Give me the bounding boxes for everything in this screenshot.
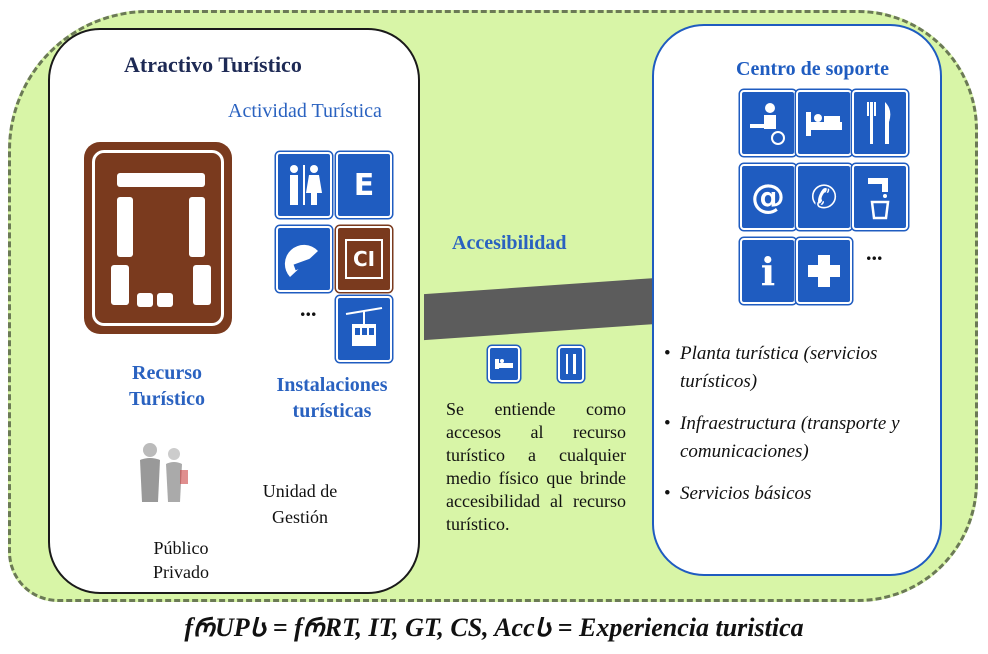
support-bullet-list: Planta turística (servicios turísticos) … — [664, 340, 940, 522]
bed-icon — [488, 346, 520, 382]
restroom-icon — [276, 152, 332, 218]
first-aid-icon — [796, 238, 852, 304]
telephone-icon: ✆ — [796, 164, 852, 230]
interpretation-center-icon: CI — [336, 226, 392, 292]
bullet-basic-services: Servicios básicos — [664, 480, 940, 508]
at-email-icon: @ — [740, 164, 796, 230]
support-ellipsis: ... — [866, 240, 883, 265]
accessibility-description: Se entiende como accesos al recurso turí… — [446, 399, 626, 534]
people-icon — [140, 443, 188, 502]
management-unit-label: Unidad de Gestión — [262, 481, 338, 527]
public-private-label: Público Privado — [153, 538, 209, 582]
cutlery-icon — [852, 90, 908, 156]
cable-car-icon — [336, 296, 392, 362]
parking-e-icon: E — [336, 152, 392, 218]
stonehenge-icon — [84, 142, 232, 334]
bullet-tourist-plant: Planta turística (servicios turísticos) — [664, 340, 940, 396]
facilities-label: Instalaciones turísticas — [276, 374, 388, 422]
bullet-infrastructure: Infraestructura (transporte y comunicaci… — [664, 410, 940, 466]
cutlery-icon — [558, 346, 584, 382]
facilities-ellipsis: ... — [300, 296, 317, 321]
formula: fᲠUPᲡ = fᲠRT, IT, GT, CS, AccᲡ = Experie… — [184, 613, 804, 642]
activity-label: Actividad Turística — [228, 100, 382, 122]
water-tap-icon — [852, 164, 908, 230]
information-icon: i — [740, 238, 796, 304]
support-center-title: Centro de soporte — [736, 58, 889, 80]
reception-icon — [740, 90, 796, 156]
beach-icon — [276, 226, 332, 292]
bed-icon — [796, 90, 852, 156]
attraction-title: Atractivo Turístico — [124, 52, 302, 77]
resource-label: Recurso Turístico — [129, 362, 205, 410]
accessibility-title: Accesibilidad — [452, 232, 567, 254]
